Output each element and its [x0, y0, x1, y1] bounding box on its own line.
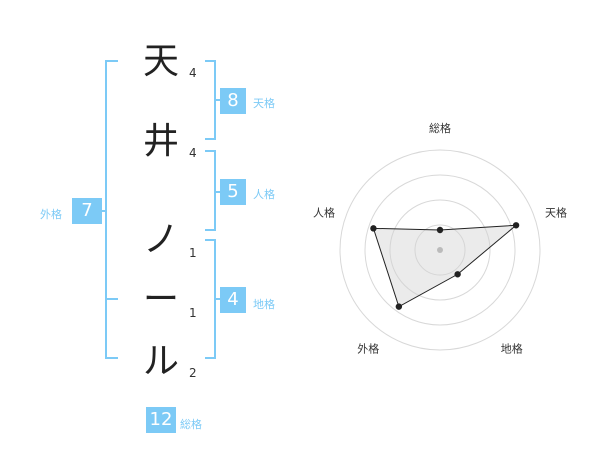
radar-area	[372, 224, 518, 308]
name-char-3: ノ	[142, 219, 179, 260]
radar-ring	[364, 174, 516, 326]
soukaku-label: 総格	[180, 418, 202, 431]
radar-center	[437, 247, 443, 253]
radar-axis-label-5: 人格	[313, 205, 335, 219]
chikaku-label: 地格	[253, 298, 275, 311]
stroke-count-1: 4	[189, 66, 197, 80]
name-char-2: 井	[142, 121, 179, 162]
radar-ring	[414, 224, 466, 276]
radar-point-2	[512, 222, 520, 229]
jinkaku-badge: 5	[220, 179, 246, 205]
stroke-count-2: 4	[189, 146, 197, 160]
stroke-count-5: 2	[189, 366, 197, 380]
stroke-count-4: 1	[189, 306, 197, 320]
tenkaku-label: 天格	[253, 97, 275, 110]
jinkaku-label: 人格	[253, 188, 275, 201]
radar-axis-label-1: 総格	[429, 121, 451, 135]
gaikaku-label: 外格	[40, 208, 62, 221]
name-char-4: ー	[142, 279, 179, 320]
jinkaku-bracket	[205, 150, 216, 231]
gaikaku-bracket	[105, 60, 118, 359]
radar-point-4	[395, 303, 403, 310]
name-char-1: 天	[142, 41, 179, 82]
radar-point-5	[370, 225, 377, 232]
name-char-5: ル	[142, 341, 179, 382]
radar-ring	[339, 149, 541, 351]
radar-axis-label-4: 外格	[357, 342, 379, 356]
soukaku-badge: 12	[146, 407, 176, 433]
radar-axis-label-3: 地格	[501, 342, 523, 356]
radar-point-1	[436, 226, 444, 234]
radar-ring	[389, 199, 491, 301]
radar-axis-label-2: 天格	[545, 205, 567, 219]
stroke-count-3: 1	[189, 246, 197, 260]
tenkaku-badge: 8	[220, 88, 246, 114]
radar-point-3	[454, 271, 461, 278]
chikaku-badge: 4	[220, 287, 246, 313]
gaikaku-badge: 7	[72, 198, 102, 224]
